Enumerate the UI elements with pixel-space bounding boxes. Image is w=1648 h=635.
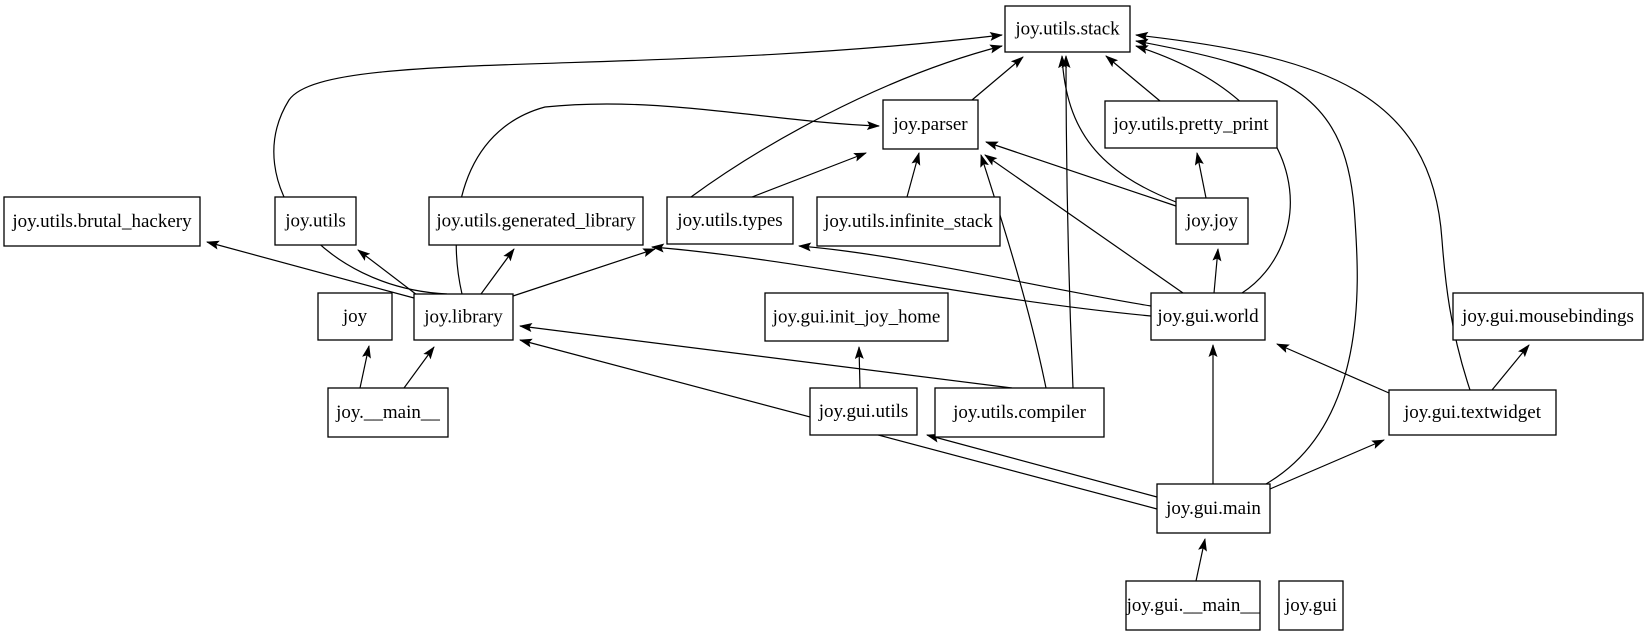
edge-joy.gui.textwidget-to-joy.utils.stack	[1135, 31, 1471, 391]
node-box-joy.gui.main	[1156, 483, 1271, 534]
node-box-joy.gui.world	[1150, 292, 1266, 341]
node-label-joy.utils.pretty_print: joy.utils.pretty_print	[1113, 114, 1270, 135]
node-label-joy.gui.textwidget: joy.gui.textwidget	[1403, 402, 1542, 423]
node-label-joy.gui.__main__: joy.gui.__main__	[1126, 595, 1260, 616]
edge-joy.gui.textwidget-to-joy.gui.world	[1276, 343, 1390, 394]
node-joy.gui.world: joy.gui.world	[1150, 292, 1266, 341]
edge-joy.utils.compiler-to-joy.parser	[980, 154, 1047, 389]
node-joy.utils.compiler: joy.utils.compiler	[934, 387, 1105, 438]
node-label-joy.utils.compiler: joy.utils.compiler	[952, 402, 1086, 423]
node-label-joy.__main__: joy.__main__	[335, 402, 440, 423]
node-label-joy.utils.stack: joy.utils.stack	[1014, 18, 1120, 39]
node-box-joy.gui.init_joy_home	[764, 292, 949, 342]
node-label-joy.utils.brutal_hackery: joy.utils.brutal_hackery	[11, 211, 192, 232]
edge-joy.library-to-joy.utils	[357, 249, 418, 296]
node-box-joy.utils.pretty_print	[1104, 100, 1278, 149]
node-box-joy.__main__	[327, 387, 449, 438]
node-joy.utils.infinite_stack: joy.utils.infinite_stack	[816, 196, 1001, 247]
node-box-joy.utils.brutal_hackery	[3, 196, 201, 247]
node-joy.__main__: joy.__main__	[327, 387, 449, 438]
node-box-joy.joy	[1175, 197, 1249, 245]
node-joy.utils.brutal_hackery: joy.utils.brutal_hackery	[3, 196, 201, 247]
node-box-joy.utils.compiler	[934, 387, 1105, 438]
node-label-joy.utils.types: joy.utils.types	[676, 210, 782, 231]
node-joy.gui.__main__: joy.gui.__main__	[1125, 580, 1261, 631]
node-joy.gui.textwidget: joy.gui.textwidget	[1388, 389, 1557, 436]
node-joy.utils.generated_library: joy.utils.generated_library	[428, 196, 644, 246]
edge-joy.utils.pretty_print-to-joy.utils.stack	[1105, 55, 1161, 102]
node-box-joy.utils.generated_library	[428, 196, 644, 246]
node-box-joy	[317, 292, 393, 341]
edge-joy.joy-to-joy.utils.pretty_print	[1194, 152, 1207, 199]
edge-joy.utils.types-to-joy.parser	[751, 152, 867, 198]
edge-joy.gui.world-to-joy.joy	[1212, 248, 1222, 294]
edge-joy.gui.main-to-joy.gui.textwidget	[1269, 439, 1385, 490]
edge-joy.gui.world-to-joy.utils.generated_library	[651, 243, 1152, 317]
node-label-joy.gui: joy.gui	[1284, 595, 1337, 616]
node-label-joy.joy: joy.joy	[1185, 210, 1239, 231]
node-box-joy.gui.__main__	[1125, 580, 1261, 631]
node-label-joy: joy	[342, 306, 368, 327]
node-box-joy.utils	[274, 196, 357, 246]
edge-joy.__main__-to-joy	[359, 345, 371, 389]
edge-joy.library-to-joy.utils.types	[512, 248, 656, 297]
edge-joy.utils.compiler-to-joy.library	[519, 323, 1013, 389]
node-joy.utils.types: joy.utils.types	[666, 196, 794, 245]
node-box-joy.gui	[1278, 580, 1344, 631]
edge-joy.parser-to-joy.utils.stack	[971, 56, 1024, 101]
edge-joy.gui.world-to-joy.parser	[984, 154, 1184, 294]
edge-joy.utils.compiler-to-joy.utils.stack	[1061, 55, 1074, 389]
node-box-joy.utils.types	[666, 196, 794, 245]
node-label-joy.gui.init_joy_home: joy.gui.init_joy_home	[772, 306, 941, 327]
node-joy.gui.main: joy.gui.main	[1156, 483, 1271, 534]
edge-joy.library-to-joy.utils.generated_library	[480, 248, 515, 295]
node-box-joy.gui.utils	[809, 387, 918, 436]
node-label-joy.parser: joy.parser	[892, 114, 968, 135]
node-label-joy.gui.utils: joy.gui.utils	[818, 401, 909, 422]
edges-layer	[206, 31, 1530, 582]
node-label-joy.gui.mousebindings: joy.gui.mousebindings	[1461, 306, 1634, 327]
node-label-joy.utils: joy.utils	[284, 210, 346, 231]
node-joy.gui.init_joy_home: joy.gui.init_joy_home	[764, 292, 949, 342]
edge-joy.gui.__main__-to-joy.gui.main	[1195, 538, 1207, 582]
edge-joy.gui.main-to-joy.gui.utils	[926, 433, 1158, 498]
node-joy.library: joy.library	[413, 293, 514, 341]
edge-joy.gui.main-to-joy.utils.stack	[1135, 38, 1358, 485]
edge-joy.gui.world-to-joy.utils.stack	[1135, 45, 1291, 294]
edge-joy.gui.world-to-joy.utils.types	[798, 242, 1152, 307]
node-joy.utils.pretty_print: joy.utils.pretty_print	[1104, 100, 1278, 149]
node-joy.joy: joy.joy	[1175, 197, 1249, 245]
node-label-joy.utils.generated_library: joy.utils.generated_library	[435, 210, 636, 231]
node-box-joy.gui.textwidget	[1388, 389, 1557, 436]
node-joy.gui: joy.gui	[1278, 580, 1344, 631]
node-label-joy.library: joy.library	[423, 306, 503, 327]
edge-joy.gui.utils-to-joy.gui.init_joy_home	[854, 346, 864, 389]
edge-joy.utils.infinite_stack-to-joy.parser	[906, 152, 921, 198]
node-joy.gui.mousebindings: joy.gui.mousebindings	[1452, 292, 1644, 341]
edge-joy.joy-to-joy.utils.stack	[1058, 55, 1177, 203]
node-box-joy.library	[413, 293, 514, 341]
node-joy.parser: joy.parser	[882, 99, 979, 150]
nodes-layer: joy.utils.stack joy.parser joy.utils.prett…	[3, 5, 1644, 631]
node-joy.gui.utils: joy.gui.utils	[809, 387, 918, 436]
edge-joy.__main__-to-joy.library	[403, 346, 435, 389]
node-box-joy.gui.mousebindings	[1452, 292, 1644, 341]
edge-joy.library-to-joy.utils.brutal_hackery	[206, 240, 415, 299]
edge-joy.joy-to-joy.parser	[985, 141, 1177, 207]
node-joy.utils.stack: joy.utils.stack	[1004, 5, 1131, 53]
node-box-joy.parser	[882, 99, 979, 150]
node-label-joy.utils.infinite_stack: joy.utils.infinite_stack	[823, 211, 993, 232]
node-label-joy.gui.world: joy.gui.world	[1156, 306, 1259, 327]
node-label-joy.gui.main: joy.gui.main	[1165, 498, 1261, 519]
node-joy: joy	[317, 292, 393, 341]
edge-joy.gui.textwidget-to-joy.gui.mousebindings	[1491, 344, 1530, 391]
node-box-joy.utils.stack	[1004, 5, 1131, 53]
edge-joy.utils.types-to-joy.utils.stack	[690, 44, 1003, 198]
node-box-joy.utils.infinite_stack	[816, 196, 1001, 247]
node-joy.utils: joy.utils	[274, 196, 357, 246]
edge-joy.library-to-joy.utils.stack	[273, 31, 1003, 295]
